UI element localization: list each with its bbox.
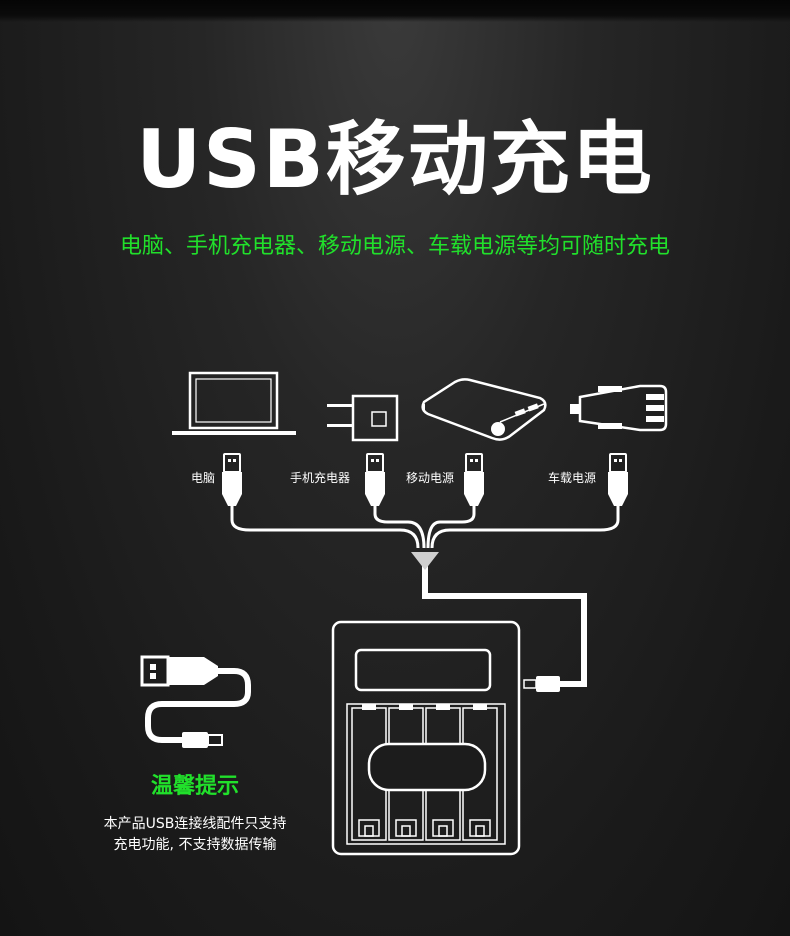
tip-line: 充电功能, 不支持数据传输 (113, 837, 277, 853)
usb-plug-icon (463, 453, 485, 507)
usb-plug-icon (221, 453, 243, 507)
car-charger-icon (570, 384, 668, 432)
top-band (0, 0, 790, 22)
arrow-down-icon (411, 552, 439, 570)
source-label-computer: 电脑 (191, 471, 216, 485)
battery-charger-icon (331, 620, 521, 856)
tip-title: 温馨提示 (150, 774, 239, 799)
page-title: USB移动充电 (136, 113, 654, 206)
tip-line: 本产品USB连接线配件只支持 (103, 816, 287, 832)
tip-text: 本产品USB连接线配件只支持 充电功能, 不支持数据传输 (50, 814, 340, 856)
source-label-car-charger: 车载电源 (548, 471, 597, 485)
usb-cable-accessory-icon (140, 655, 251, 748)
laptop-icon (172, 371, 296, 435)
usb-plug-icon (607, 453, 629, 507)
usb-plug-icon (364, 453, 386, 507)
power-bank-icon (421, 378, 547, 441)
source-label-phone-charger: 手机充电器 (290, 471, 351, 485)
micro-usb-plug-icon (523, 676, 560, 692)
page-subtitle: 电脑、手机充电器、移动电源、车载电源等均可随时充电 (119, 234, 670, 259)
cable-lines (230, 506, 620, 687)
wall-adapter-icon (327, 394, 399, 442)
source-label-power-bank: 移动电源 (406, 471, 455, 485)
